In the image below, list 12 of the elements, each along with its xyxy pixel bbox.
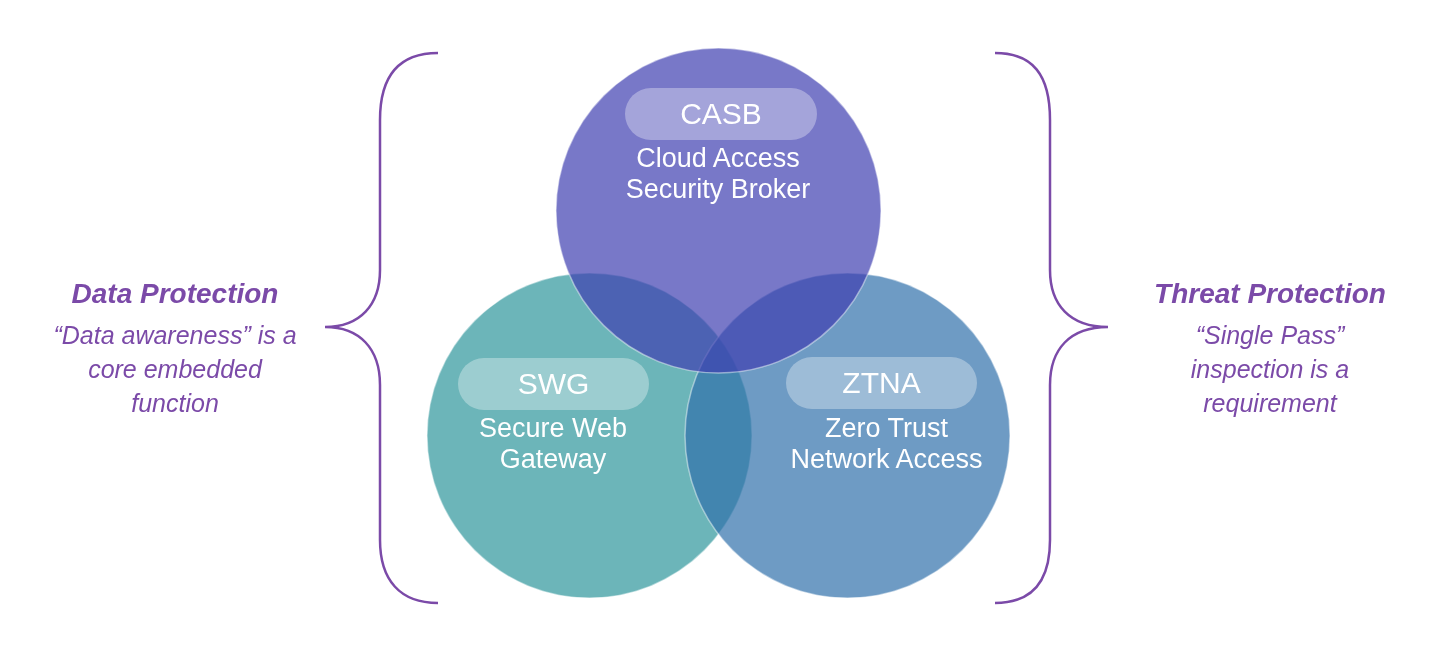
full-name-text: Cloud Access Security Broker <box>624 143 812 205</box>
full-name-text: Zero Trust Network Access <box>789 413 984 475</box>
venn-circle <box>555 47 882 374</box>
venn-circle <box>684 272 1011 599</box>
description-text: “Data awareness” is a core embedded function <box>52 320 298 419</box>
section-heading: Data Protection <box>71 278 279 310</box>
full-name-text: Secure Web Gateway <box>477 413 629 475</box>
acronym-pill: ZTNA <box>786 357 977 409</box>
section-heading: Threat Protection <box>1154 278 1386 310</box>
acronym-pill: SWG <box>458 358 649 410</box>
description-text: “Single Pass” inspection is a requirement <box>1189 320 1351 419</box>
acronym-pill: CASB <box>625 88 817 140</box>
